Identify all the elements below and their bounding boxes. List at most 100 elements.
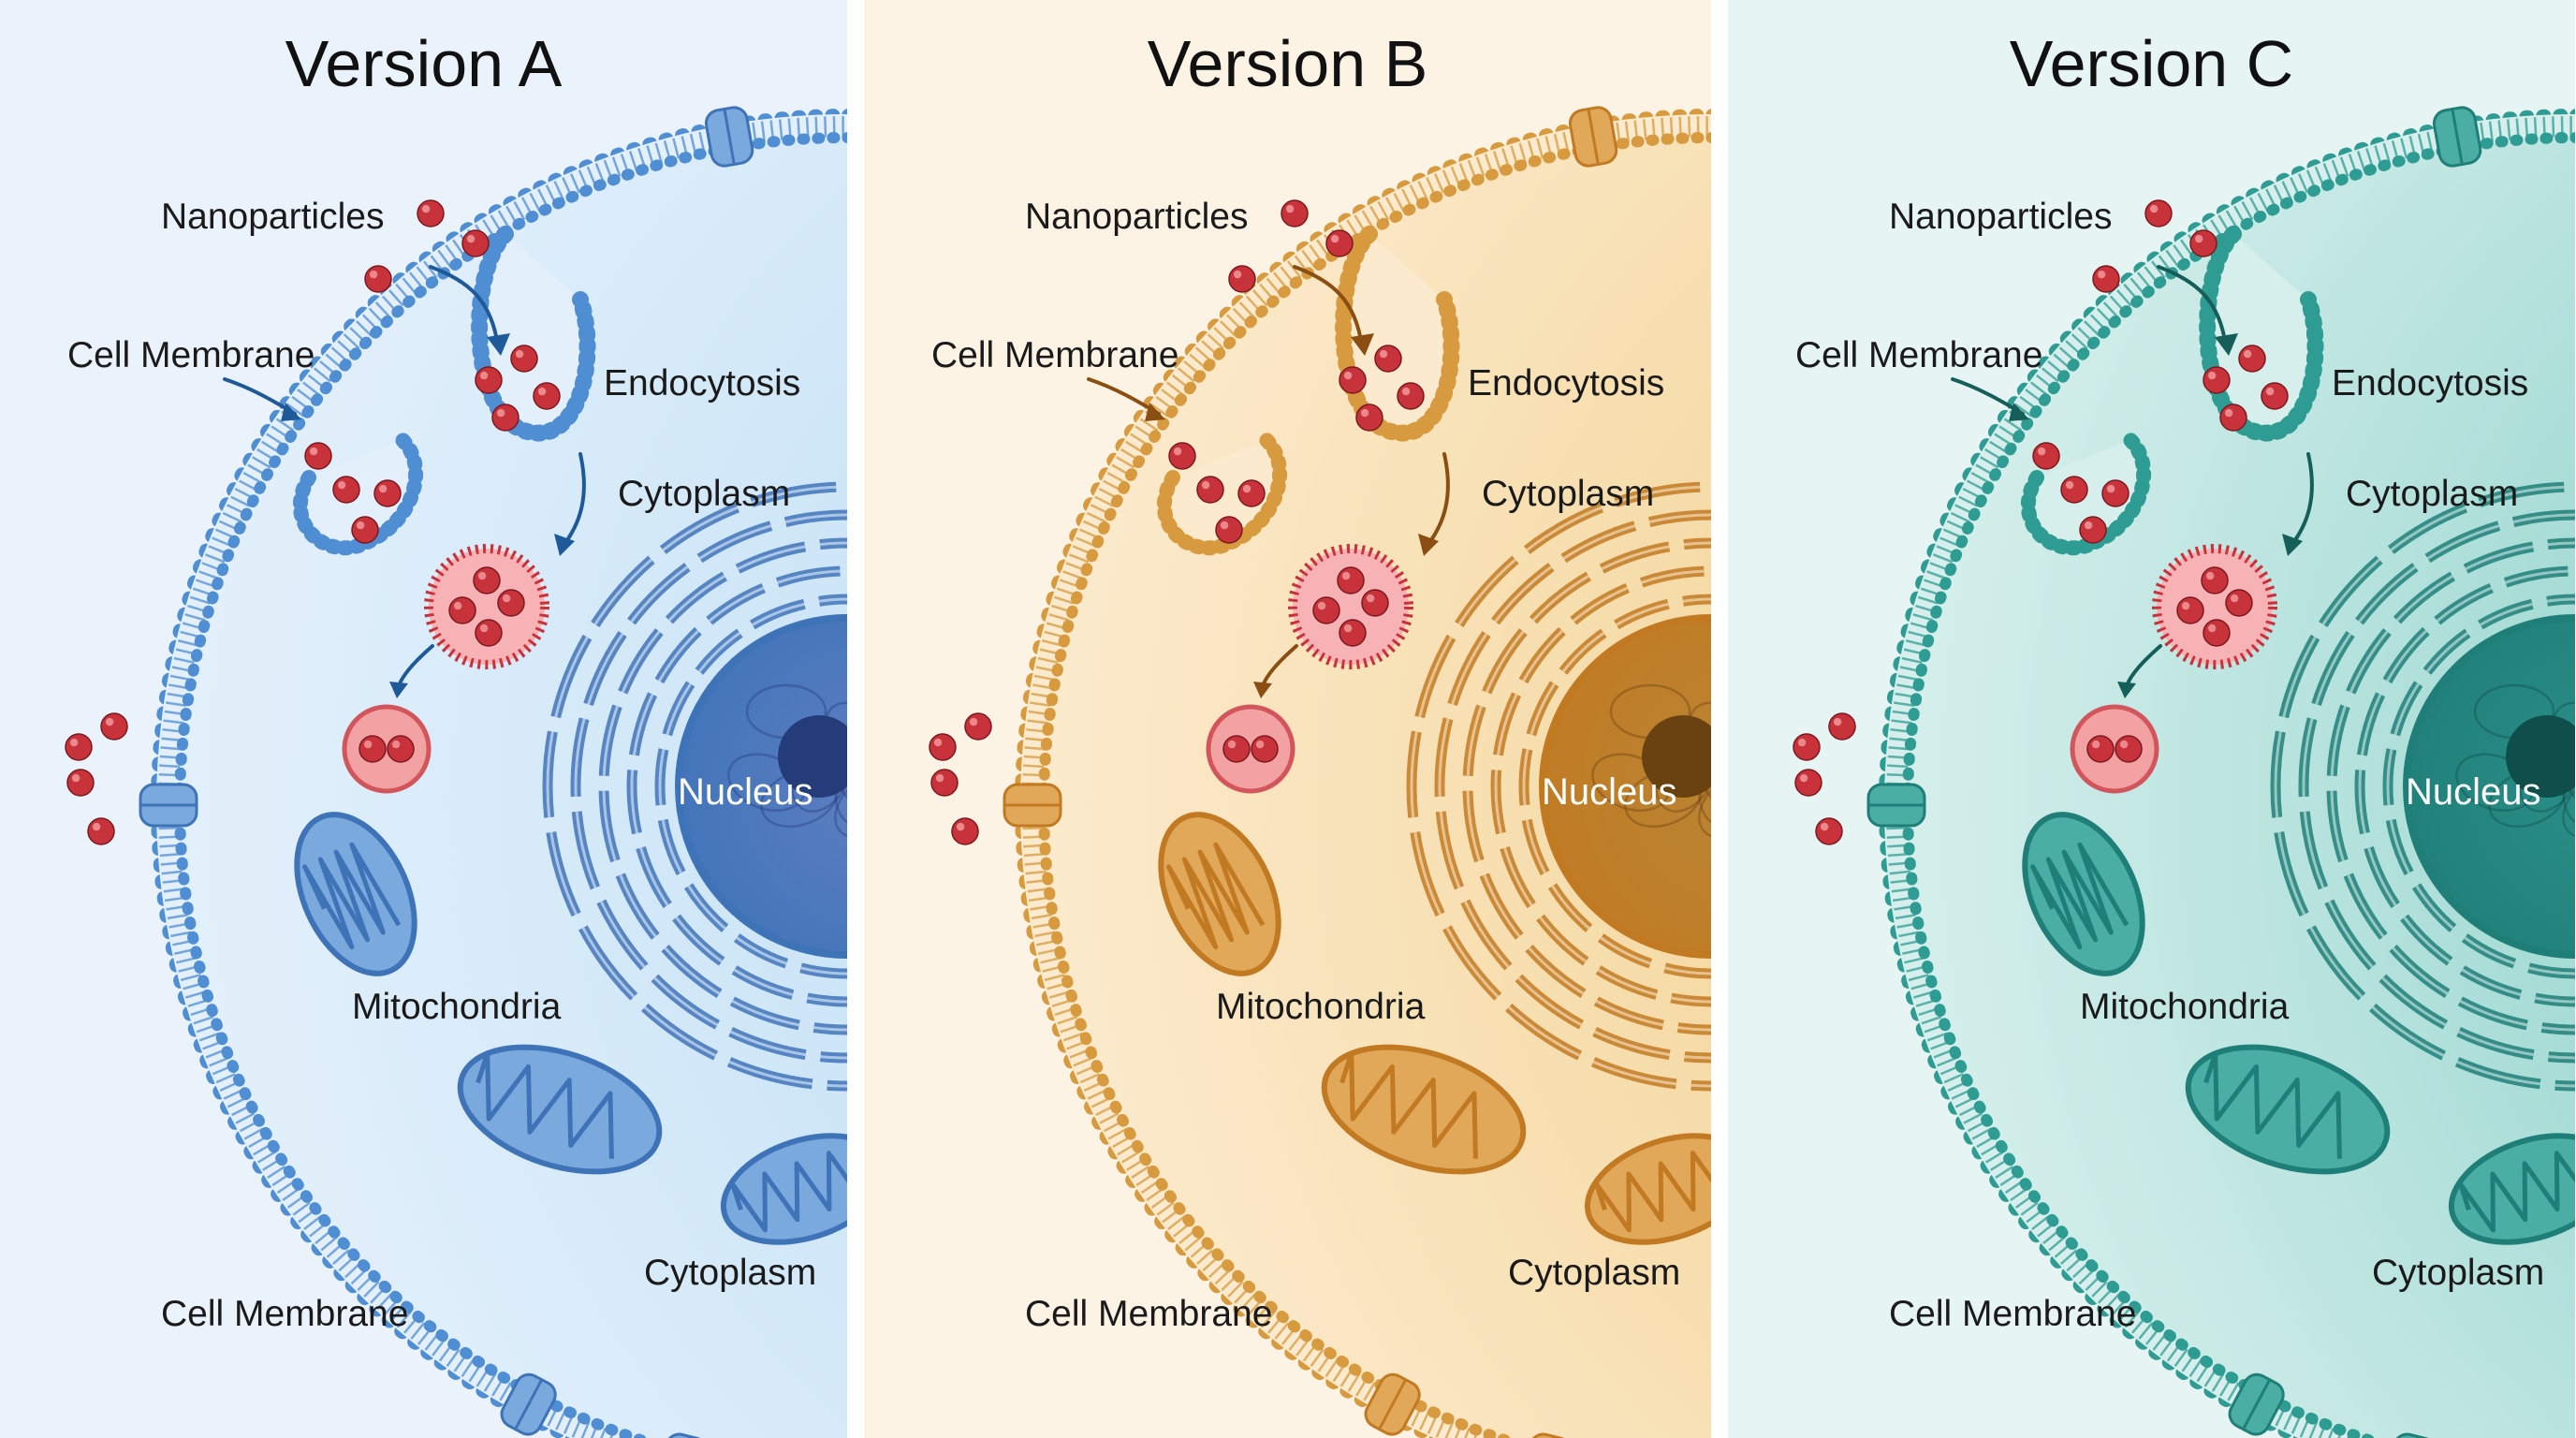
nanoparticle [1828,712,1856,741]
mitochondrion [720,1133,847,1245]
endocytosis-pocket [1335,226,1460,442]
nanoparticle [1337,566,1365,594]
chromatin [834,771,847,839]
nanoparticle [2219,404,2247,432]
endocytosis-pocket [2199,226,2324,442]
nanoparticle [2201,566,2229,594]
arrow-nanoparticles-to-pocket [2157,265,2228,348]
endosome [424,544,549,669]
arrowhead [2215,333,2238,356]
label-cell-membrane-top: Cell Membrane [67,335,315,375]
nanoparticle [461,229,490,257]
mitochondrion [457,1044,663,1175]
er-lumen [658,597,847,976]
nanoparticle [1228,265,1256,293]
arrowhead [1418,534,1439,556]
label-nanoparticles: Nanoparticles [161,197,385,237]
er-lumen [2274,485,2575,1088]
label-cytoplasm-bottom: Cytoplasm [1508,1253,1681,1293]
nanoparticle [510,345,538,373]
membrane-protein [1568,106,1618,168]
endosome [2152,544,2277,669]
nanoparticle [2115,735,2143,763]
cytoplasm-area [1032,126,1711,1438]
version-panel: Version A Nanoparticles Cell Membrane En… [0,0,847,1438]
nanoparticle [417,199,445,227]
membrane-protein [2385,1432,2437,1438]
nanoparticle [2203,366,2231,394]
nanoparticle [475,619,503,647]
nanoparticle [2144,199,2173,227]
nucleus [1539,614,1711,959]
label-nanoparticles: Nanoparticles [1889,197,2113,237]
membrane-protein [2432,106,2482,168]
nanoparticle [491,404,520,432]
arrow-nanoparticles-to-pocket [1293,265,1364,348]
membrane-protein [657,1432,709,1438]
nanoparticle [533,382,561,410]
nanoparticle [473,566,501,594]
nanoparticle [1339,619,1367,647]
nanoparticle [2189,229,2217,257]
chromatin [1591,753,1670,812]
nucleolus [2506,715,2575,798]
nanoparticle [351,516,379,544]
nanoparticle [1339,366,1367,394]
nanoparticle [332,476,360,504]
nanoparticle [66,769,95,797]
nanoparticle [2176,596,2204,624]
nanoparticle [65,733,93,761]
cell-illustration [1728,0,2575,1438]
nanoparticle [304,442,332,470]
label-cytoplasm-top: Cytoplasm [2346,474,2519,514]
membrane-protein [1866,783,1926,828]
arrowhead [1145,403,1165,421]
label-cytoplasm-top: Cytoplasm [1482,474,1655,514]
nanoparticle [475,366,503,394]
label-nanoparticles: Nanoparticles [1025,197,1249,237]
endosome [1288,544,1413,669]
er-lumen [1522,597,1711,976]
cell-illustration [864,0,1711,1438]
nanoparticle [2203,619,2231,647]
er-lumen [2302,513,2575,1060]
label-nucleus: Nucleus [1542,771,1677,813]
er-lumen [2358,569,2575,1004]
mitochondrion [2022,812,2145,976]
er-lumen [546,485,847,1088]
nanoparticle [1397,382,1425,410]
nanoparticle [2225,589,2253,617]
nanoparticle [964,712,992,741]
arrowhead [389,682,408,698]
label-cell-membrane-bottom: Cell Membrane [1025,1294,1273,1334]
nucleolus [778,715,847,798]
arrowhead [2009,403,2029,421]
nanoparticle [2101,479,2130,507]
arrowhead [1351,333,1374,356]
nanoparticle [1281,199,1309,227]
nanoparticle [2261,382,2289,410]
er-lumen [574,513,847,1060]
panel-title: Version A [285,27,563,100]
membrane-protein [139,783,198,828]
cell-illustration [0,0,847,1438]
nanoparticle [1168,442,1196,470]
version-panel: Version C Nanoparticles Cell Membrane En… [1728,0,2575,1438]
arrowhead [554,534,575,556]
mitochondrion [294,812,417,976]
label-nucleus: Nucleus [2406,771,2541,813]
nanoparticle [2086,735,2115,763]
membrane-protein [1364,1372,1421,1436]
arrowhead [281,403,301,421]
label-nucleus: Nucleus [678,771,813,813]
er-lumen [630,569,847,1004]
nucleus [2403,614,2575,959]
mitochondrion [1321,1044,1527,1175]
label-cell-membrane-top: Cell Membrane [931,335,1179,375]
nanoparticle [1815,817,1843,845]
label-cytoplasm-top: Cytoplasm [618,474,791,514]
nanoparticle [1374,345,1402,373]
nanoparticle [951,817,979,845]
membrane-protein [1003,783,1062,828]
